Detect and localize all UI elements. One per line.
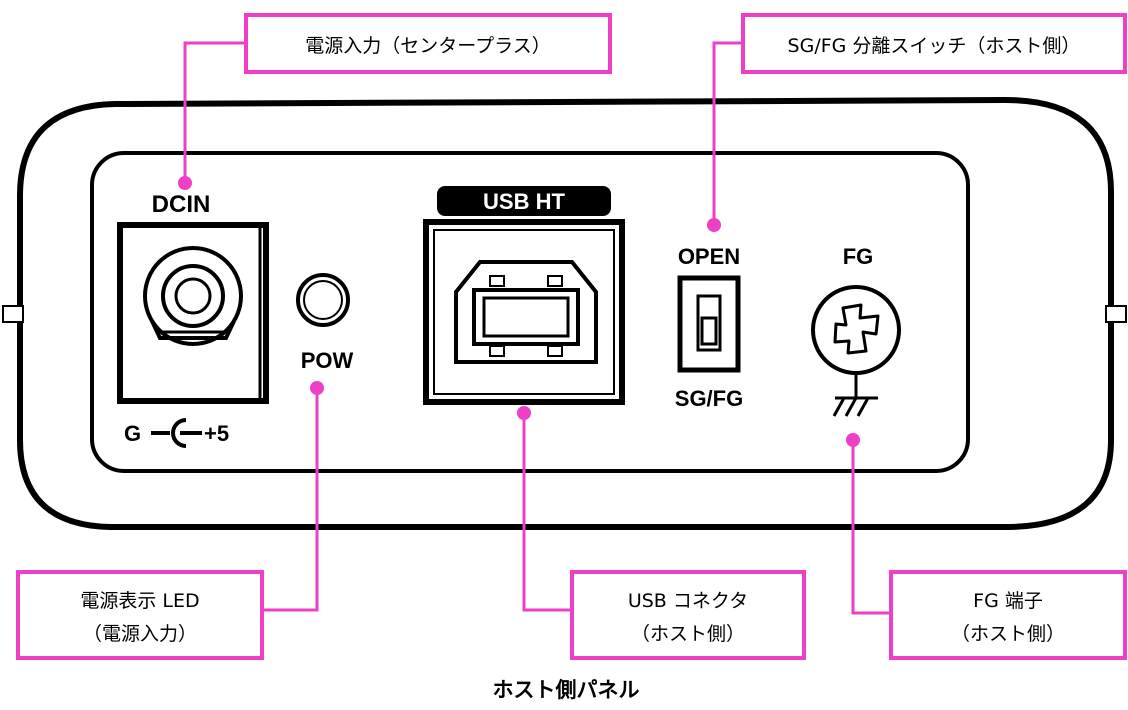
callout-sg-fg-switch-label: SG/FG 分離スイッチ（ホスト側） xyxy=(788,35,1081,57)
enclosure xyxy=(2,96,1127,530)
switch-knob xyxy=(700,316,718,346)
callout-usb-connector: USB コネクタ （ホスト側） xyxy=(570,570,806,660)
callout-box xyxy=(570,570,806,660)
leader-sg-fg-switch xyxy=(712,41,742,225)
usb-label: USB HT xyxy=(483,189,565,214)
power-led: POW xyxy=(296,273,354,373)
callout-box xyxy=(889,570,1127,660)
sg-fg-switch: OPEN SG/FG xyxy=(675,244,743,411)
polarity-c-icon xyxy=(171,418,187,448)
front-panel-recess xyxy=(90,151,970,473)
callout-fg-terminal-line2: （ホスト側） xyxy=(951,623,1065,645)
fg-screw-icon xyxy=(811,285,901,375)
usb-connector: USB HT xyxy=(423,186,625,405)
dcin-label: DCIN xyxy=(152,191,211,218)
callout-fg-terminal-line1: FG 端子 xyxy=(973,590,1043,612)
callout-usb-connector-line2: （ホスト側） xyxy=(631,623,745,645)
callout-box xyxy=(741,13,1127,74)
usb-pin xyxy=(547,275,563,287)
leader-power-input xyxy=(183,41,245,183)
usb-pin xyxy=(547,345,563,357)
callout-power-input: 電源入力（センタープラス） xyxy=(244,13,612,74)
dot-fg-terminal xyxy=(846,433,860,447)
polarity-plus-label: +5 xyxy=(204,421,229,446)
polarity-symbol: G +5 xyxy=(124,418,229,448)
dc-jack-inner-ring xyxy=(161,264,225,328)
switch-sgfg-label: SG/FG xyxy=(675,386,743,411)
callout-box xyxy=(16,570,264,660)
callout-leaders xyxy=(183,41,890,615)
usb-pin xyxy=(489,275,505,287)
usb-pin xyxy=(489,345,505,357)
leader-fg-terminal xyxy=(851,440,890,615)
enclosure-bottom-outline xyxy=(17,318,1114,530)
dc-jack-outer-ring xyxy=(143,246,243,346)
leader-power-led xyxy=(262,388,319,612)
dc-jack-pin xyxy=(174,277,212,315)
callout-power-led-line2: （電源入力） xyxy=(83,623,197,645)
pow-label: POW xyxy=(301,348,354,373)
callout-dots xyxy=(178,176,860,447)
usb-tongue xyxy=(472,288,580,346)
usb-port-shell xyxy=(454,260,598,364)
figure-caption: ホスト側パネル xyxy=(493,678,640,702)
fg-label: FG xyxy=(843,244,874,269)
power-led-icon xyxy=(296,273,350,327)
dc-in-jack: DCIN xyxy=(117,191,269,404)
dot-power-led xyxy=(310,381,324,395)
callout-power-led: 電源表示 LED （電源入力） xyxy=(16,570,264,660)
enclosure-right-flange xyxy=(1105,305,1127,323)
leader-usb-connector xyxy=(522,413,572,612)
switch-open-label: OPEN xyxy=(678,244,740,269)
callout-usb-connector-line1: USB コネクタ xyxy=(628,590,748,612)
callout-power-input-label: 電源入力（センタープラス） xyxy=(305,35,550,57)
usb-label-badge xyxy=(437,186,611,216)
dot-sg-fg-switch xyxy=(707,218,721,232)
usb-port-frame xyxy=(423,219,625,405)
callout-box xyxy=(244,13,612,74)
callout-power-led-line1: 電源表示 LED xyxy=(80,590,199,612)
phillips-cross-icon xyxy=(833,303,880,355)
enclosure-top-outline xyxy=(17,96,1114,312)
dot-power-input xyxy=(178,176,192,190)
callout-fg-terminal: FG 端子 （ホスト側） xyxy=(889,570,1127,660)
dc-jack-body xyxy=(117,222,269,404)
dot-usb-connector xyxy=(517,406,531,420)
fg-terminal: FG xyxy=(811,244,901,417)
polarity-g-label: G xyxy=(124,421,141,446)
enclosure-left-flange xyxy=(2,305,24,323)
callout-sg-fg-switch: SG/FG 分離スイッチ（ホスト側） xyxy=(741,13,1127,74)
